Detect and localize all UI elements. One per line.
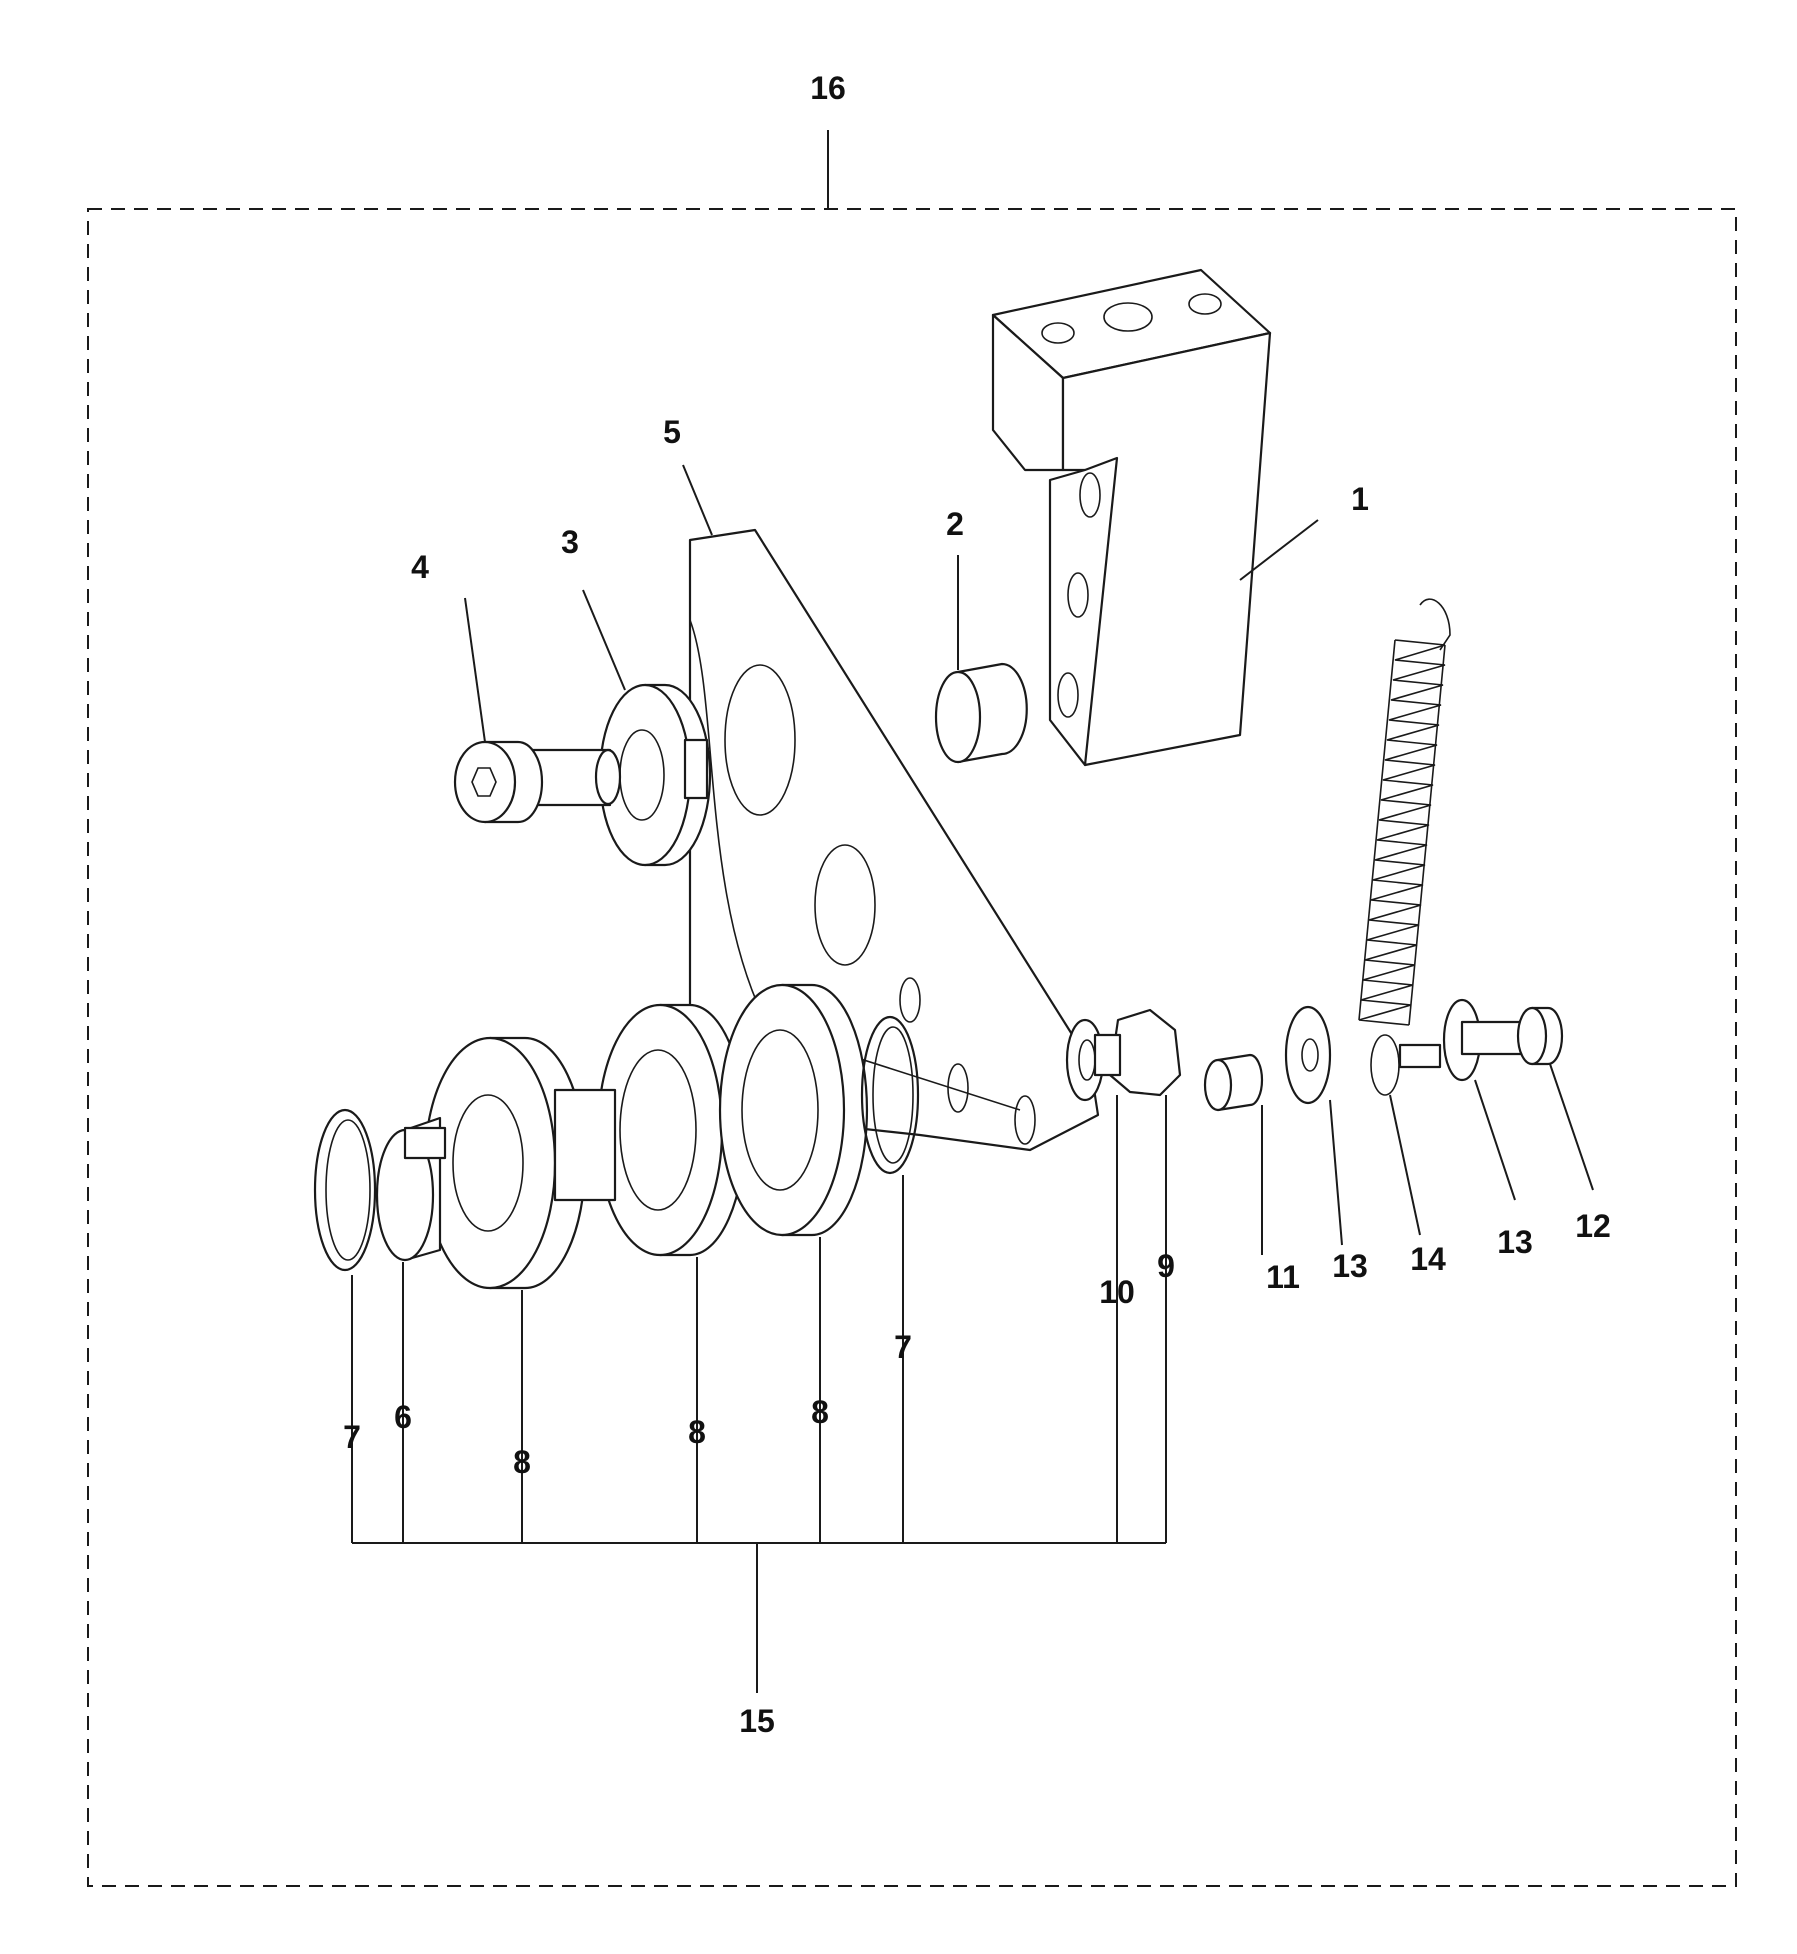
callout-3: 3: [561, 524, 579, 560]
callouts: 16 5 1 2 3 4 7 6 8 8 8 7 10 9 11 13 14 1…: [343, 70, 1611, 1739]
part-1-bracket: [991, 268, 1272, 767]
callout-13-back: 13: [1497, 1224, 1533, 1260]
callout-15: 15: [739, 1703, 775, 1739]
callout-16: 16: [810, 70, 846, 106]
callout-11: 11: [1266, 1259, 1300, 1295]
part-7-ring-left: [313, 1108, 377, 1272]
part-13-washer-front: [1284, 1005, 1332, 1105]
callout-7-right: 7: [894, 1329, 912, 1365]
callout-1: 1: [1351, 481, 1369, 517]
callout-5: 5: [663, 414, 681, 450]
part-11-spacer: [1203, 1053, 1264, 1112]
part-14-spring: [1358, 598, 1451, 1096]
callout-10: 10: [1099, 1274, 1135, 1310]
part-9-nut: [1093, 1008, 1182, 1097]
callout-8-middle: 8: [688, 1414, 706, 1450]
leader-lines: [351, 464, 1594, 1693]
callout-6: 6: [394, 1399, 412, 1435]
part-7-ring-right: [860, 1015, 920, 1175]
callout-4: 4: [411, 549, 429, 585]
part-12-pin: [1398, 1006, 1564, 1069]
callout-2: 2: [946, 506, 964, 542]
callout-14: 14: [1410, 1241, 1446, 1277]
callout-13-front: 13: [1332, 1248, 1368, 1284]
callout-8-right: 8: [811, 1394, 829, 1430]
part-4-bolt: [453, 740, 622, 824]
part-2-bushing: [934, 662, 1028, 764]
callout-8-left: 8: [513, 1444, 531, 1480]
assembly-frame: [87, 208, 1737, 1887]
callout-12: 12: [1575, 1208, 1611, 1244]
part-8-bearing-right: [718, 983, 869, 1237]
callout-7-left: 7: [343, 1419, 361, 1455]
callout-9: 9: [1157, 1248, 1175, 1284]
part-6-shaft: [375, 1088, 617, 1262]
part-3-bearing: [598, 683, 712, 867]
